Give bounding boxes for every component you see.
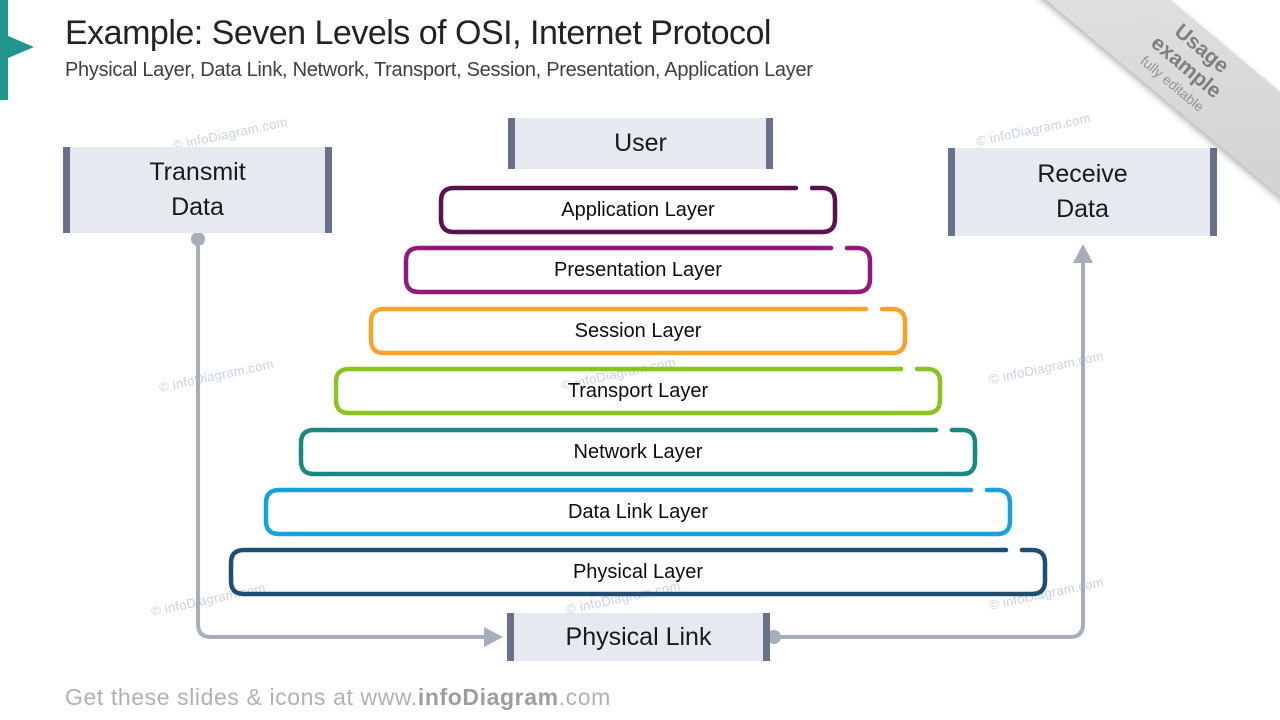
layer-box-physical-layer: Physical Layer: [228, 547, 1048, 597]
layer-label: Data Link Layer: [567, 500, 709, 523]
right-arrowhead-icon: [484, 627, 503, 647]
layer-box-session-layer: Session Layer: [368, 306, 908, 356]
transmit-data-box: Transmit Data: [63, 147, 332, 233]
receive-line1: Receive: [1037, 160, 1128, 188]
page-subtitle: Physical Layer, Data Link, Network, Tran…: [65, 59, 813, 81]
layer-label: Session Layer: [574, 319, 702, 342]
footer-prefix: Get these slides & icons at www.: [65, 684, 418, 710]
layer-box-data-link-layer: Data Link Layer: [263, 487, 1013, 537]
page-title: Example: Seven Levels of OSI, Internet P…: [65, 14, 772, 52]
transmit-data-label: Transmit Data: [149, 155, 245, 225]
receive-data-label: Receive Data: [1037, 157, 1127, 227]
layer-box-transport-layer: Transport Layer: [333, 366, 943, 416]
receive-data-box: Receive Data: [948, 148, 1217, 236]
physical-link-connector-dot: [767, 630, 781, 644]
header: Example: Seven Levels of OSI, Internet P…: [65, 14, 965, 82]
footer-suffix: .com: [558, 684, 611, 710]
layer-box-application-layer: Application Layer: [438, 185, 838, 235]
up-arrowhead-icon: [1073, 244, 1093, 263]
transmit-line2: Data: [171, 193, 224, 221]
footer-credit: Get these slides & icons at www.infoDiag…: [65, 684, 611, 711]
layer-label: Presentation Layer: [554, 258, 722, 281]
layer-outline-application-layer: [438, 185, 838, 235]
physical-link-to-receive-line: [780, 261, 1085, 639]
layer-box-presentation-layer: Presentation Layer: [403, 245, 873, 295]
layer-outline-session-layer: [368, 306, 908, 356]
transmit-to-physical-link-line: [196, 243, 486, 639]
layer-outline-physical-layer: [228, 547, 1048, 597]
layer-outline-presentation-layer: [403, 245, 873, 295]
layer-label: Physical Layer: [572, 560, 704, 583]
footer-brand: infoDiagram: [417, 684, 559, 710]
layer-label: Transport Layer: [567, 379, 709, 402]
layer-label: Network Layer: [573, 440, 703, 463]
receive-line2: Data: [1056, 195, 1109, 223]
physical-link-box: Physical Link: [507, 613, 770, 661]
layer-label: Application Layer: [561, 198, 715, 221]
user-box: User: [508, 118, 773, 169]
layer-box-network-layer: Network Layer: [298, 427, 978, 477]
layer-outline-transport-layer: [333, 366, 943, 416]
transmit-connector-dot: [191, 232, 205, 246]
transmit-line1: Transmit: [149, 158, 246, 186]
physical-link-label: Physical Link: [565, 622, 712, 651]
layer-outline-data-link-layer: [263, 487, 1013, 537]
layer-outline-network-layer: [298, 427, 978, 477]
accent-bookmark-icon: [0, 0, 34, 100]
user-label: User: [614, 129, 667, 157]
